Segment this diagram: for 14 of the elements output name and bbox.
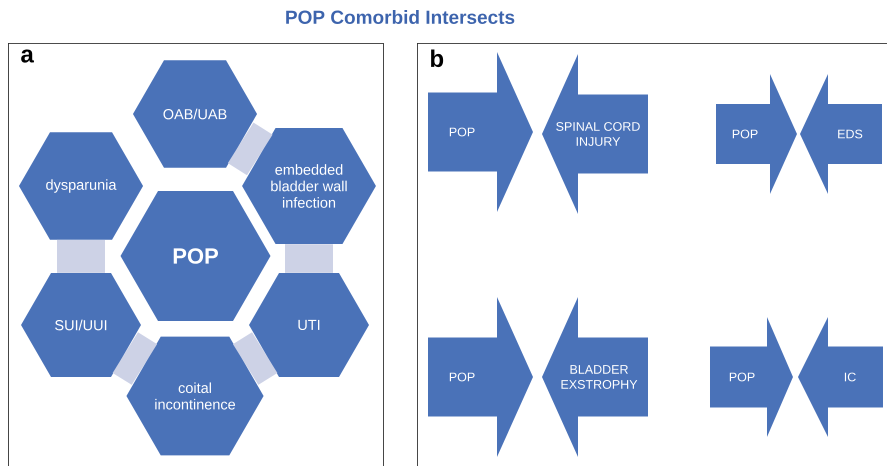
connector-band (228, 122, 273, 176)
hexagon: POP (120, 191, 270, 321)
hexagon: OAB/UAB (132, 60, 258, 168)
hexagon: coital incontinence (126, 336, 264, 456)
hexagon: UTI (249, 273, 369, 377)
hexagon: embedded bladder wall infection (242, 128, 376, 244)
node-label: POP (174, 248, 218, 264)
hexagon: dysparunia (18, 132, 144, 240)
connector-band (232, 332, 278, 385)
title: POP Comorbid Intersects (286, 10, 514, 24)
connector-band (112, 332, 158, 385)
connector-band (285, 244, 334, 273)
hexagon: SUI/UUI (21, 273, 141, 377)
connector-band (57, 240, 106, 273)
